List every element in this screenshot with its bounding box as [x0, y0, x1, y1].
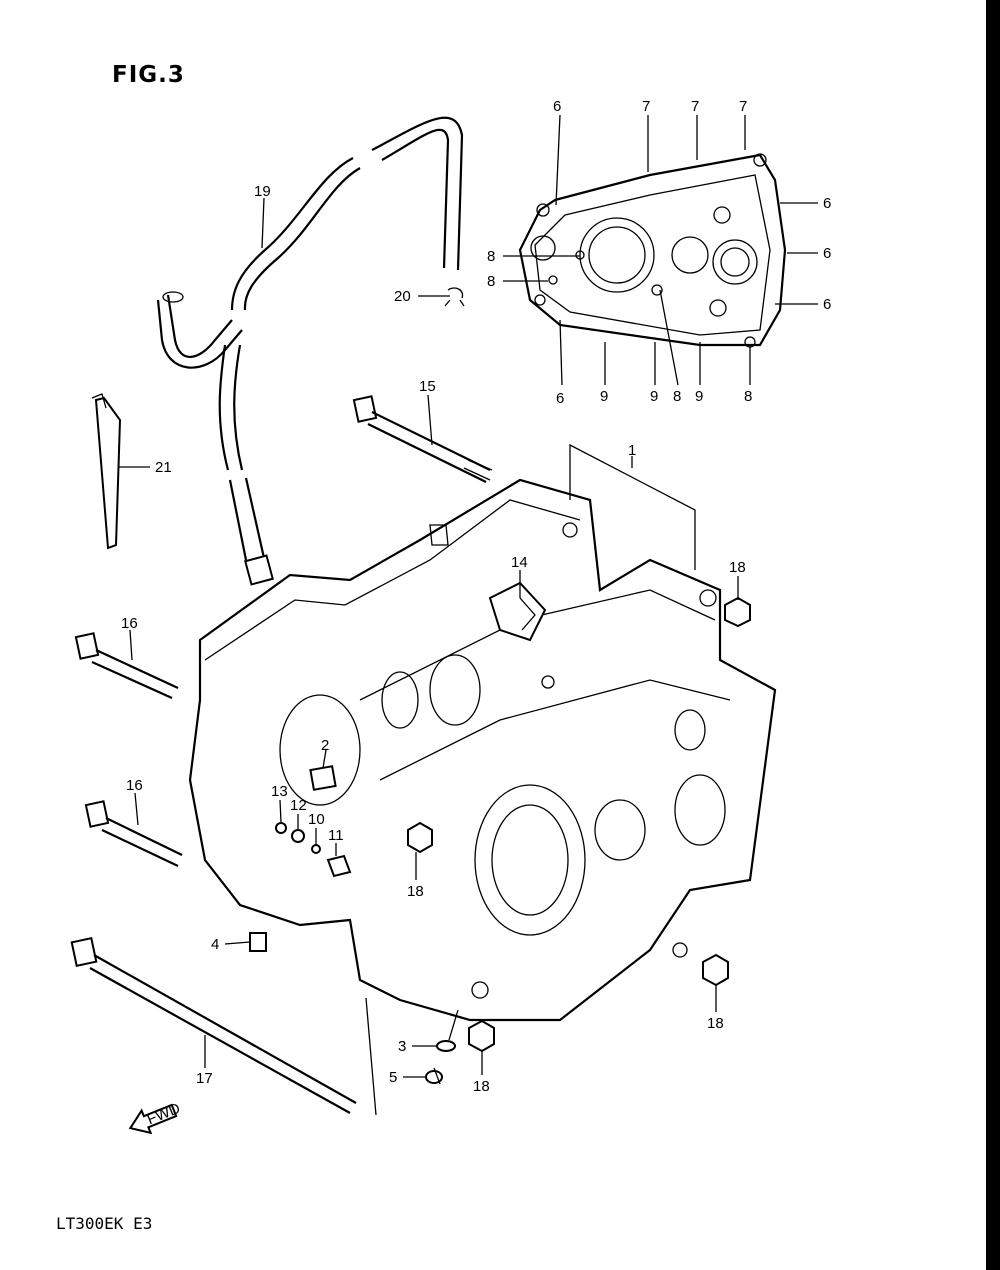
callout-3: 3 [398, 1038, 406, 1055]
callout-7: 7 [691, 98, 699, 115]
callout-21: 21 [155, 459, 172, 476]
forward-arrow-icon: FWD [128, 1100, 183, 1135]
dowel-pin [309, 765, 337, 791]
washer-10 [311, 844, 321, 854]
screw-5 [425, 1067, 443, 1085]
callout-13: 13 [271, 783, 288, 800]
callout-8: 8 [487, 248, 495, 265]
callout-4: 4 [211, 936, 219, 953]
callout-7: 7 [642, 98, 650, 115]
callout-18: 18 [407, 883, 424, 900]
callout-16: 16 [121, 615, 138, 632]
callout-17: 17 [196, 1070, 213, 1087]
washer-12 [291, 829, 305, 843]
bolt-17 [70, 936, 357, 1114]
callout-6: 6 [823, 195, 831, 212]
nut-18-b [407, 821, 433, 854]
nut-18-c [702, 953, 729, 987]
nut-18-a [724, 596, 751, 628]
callout-19: 19 [254, 183, 271, 200]
callout-20: 20 [394, 288, 411, 305]
callout-8: 8 [487, 273, 495, 290]
callout-6: 6 [823, 296, 831, 313]
crankcase [188, 478, 777, 1022]
bolt-16-lower [84, 800, 183, 867]
callout-7: 7 [739, 98, 747, 115]
callout-18: 18 [707, 1015, 724, 1032]
callout-15: 15 [419, 378, 436, 395]
callout-11: 11 [328, 827, 344, 844]
page-edge-bar [986, 0, 1000, 1270]
gasket-13 [275, 822, 287, 834]
sensor-11 [326, 854, 352, 878]
hose-clamp [444, 287, 465, 307]
callout-8: 8 [744, 388, 752, 405]
washer-3 [436, 1040, 456, 1052]
callout-labels: 1 2 3 4 5 6 6 6 6 6 7 7 7 8 8 8 8 9 9 9 … [121, 98, 831, 1095]
callout-18: 18 [729, 559, 746, 576]
plug-4 [249, 932, 267, 952]
callout-9: 9 [695, 388, 703, 405]
breather-hose [156, 116, 464, 586]
figure-title: FIG.3 [112, 62, 185, 88]
callout-1: 1 [628, 442, 636, 459]
model-code: LT300EK E3 [56, 1214, 153, 1233]
callout-5: 5 [389, 1069, 397, 1086]
callout-2: 2 [321, 737, 329, 754]
callout-9: 9 [650, 388, 658, 405]
callout-6: 6 [553, 98, 561, 115]
svg-text:FWD: FWD [145, 1100, 183, 1129]
callout-12: 12 [290, 797, 307, 814]
bolt-16-upper [74, 632, 179, 700]
crankcase-gasket [518, 153, 787, 348]
nut-18-d [468, 1019, 495, 1053]
callout-6: 6 [556, 390, 564, 407]
callout-18: 18 [473, 1078, 490, 1095]
filter-cap [488, 581, 547, 642]
callout-14: 14 [511, 554, 528, 571]
callout-6: 6 [823, 245, 831, 262]
callout-10: 10 [308, 811, 325, 828]
bolt-15 [352, 395, 493, 483]
callout-8: 8 [673, 388, 681, 405]
leader-lines [118, 114, 818, 1116]
callout-9: 9 [600, 388, 608, 405]
cable-guide [91, 393, 122, 550]
callout-16: 16 [126, 777, 143, 794]
